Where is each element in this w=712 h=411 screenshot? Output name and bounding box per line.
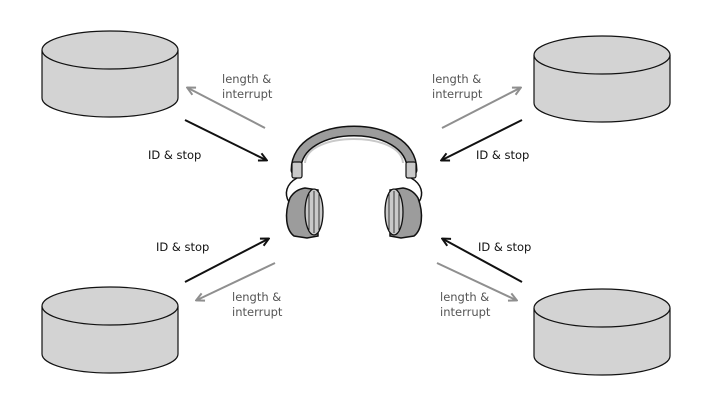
arrow-length-interrupt-top-right	[441, 88, 520, 129]
label-line-1: length &	[440, 290, 490, 304]
arrow-length-interrupt-bottom-right	[436, 262, 516, 300]
database-cylinder-bottom-left	[41, 286, 179, 374]
label-id-stop-bottom-left: ID & stop	[156, 240, 210, 254]
label-length-interrupt-bottom-left: length & interrupt	[232, 290, 282, 320]
arrow-length-interrupt-bottom-left	[197, 262, 276, 300]
label-line-2: interrupt	[432, 87, 483, 101]
label-length-interrupt-top-left: length & interrupt	[222, 72, 272, 102]
label-id-stop-top-left: ID & stop	[148, 148, 202, 162]
label-line-1: length &	[222, 72, 272, 86]
label-line-1: length &	[432, 72, 482, 86]
database-cylinder-top-left	[41, 30, 179, 118]
arrow-id-stop-bottom-left	[184, 239, 268, 283]
label-length-interrupt-bottom-right: length & interrupt	[440, 290, 490, 320]
database-cylinder-bottom-right	[533, 288, 671, 376]
label-id-stop-top-right: ID & stop	[476, 148, 530, 162]
label-length-interrupt-top-right: length & interrupt	[432, 72, 482, 102]
arrow-id-stop-bottom-right	[443, 239, 523, 283]
headphones-icon	[285, 125, 423, 239]
label-line-1: length &	[232, 290, 282, 304]
arrow-id-stop-top-right	[442, 119, 523, 160]
database-cylinder-top-right	[533, 35, 671, 123]
label-line-2: interrupt	[232, 305, 283, 319]
label-line-2: interrupt	[222, 87, 273, 101]
arrow-length-interrupt-top-left	[188, 88, 266, 129]
arrow-id-stop-top-left	[184, 119, 266, 160]
label-id-stop-bottom-right: ID & stop	[478, 240, 532, 254]
label-line-2: interrupt	[440, 305, 491, 319]
